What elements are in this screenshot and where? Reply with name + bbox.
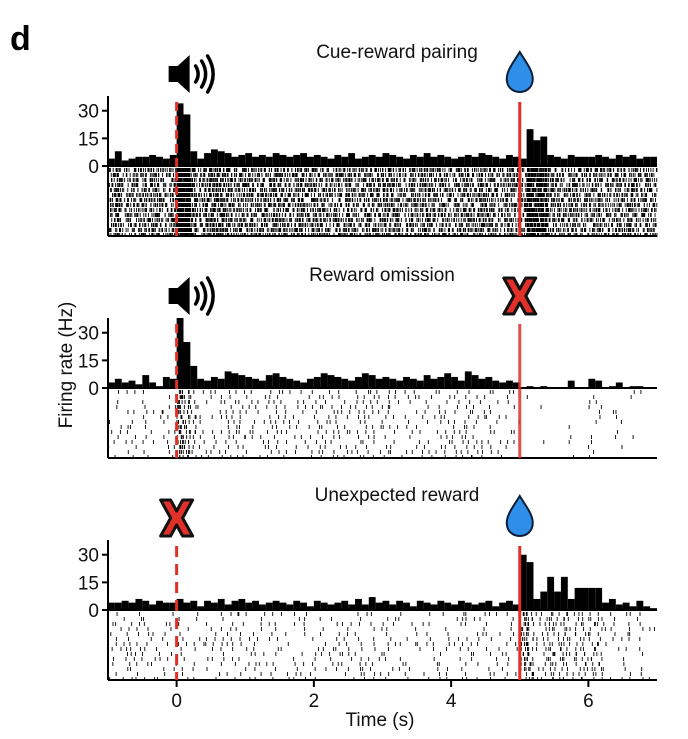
histogram-bar xyxy=(368,154,376,166)
histogram-bar xyxy=(457,156,465,166)
histogram-bar xyxy=(547,154,555,166)
histogram-bar xyxy=(361,156,369,166)
histogram-bar xyxy=(595,154,603,166)
histogram-bar xyxy=(108,158,115,166)
panel-letter: d xyxy=(10,20,31,58)
histogram-bar xyxy=(615,154,623,166)
histogram-bar xyxy=(554,156,561,166)
histogram-bar xyxy=(355,158,362,166)
histogram-bar xyxy=(643,156,651,166)
histogram-bar xyxy=(567,154,575,166)
histogram-bar xyxy=(650,156,657,166)
histogram-bar xyxy=(217,151,225,166)
histogram-bar xyxy=(334,154,342,166)
histogram-bar xyxy=(403,158,410,166)
histogram-bar xyxy=(320,156,328,166)
histogram-bar xyxy=(423,153,431,166)
histogram-bar xyxy=(471,156,479,166)
histogram-bar xyxy=(409,154,417,166)
histogram-bar xyxy=(135,156,143,166)
histogram-bar xyxy=(560,158,568,166)
histogram-bar xyxy=(608,158,616,166)
histogram-bar xyxy=(519,158,527,166)
histogram-bar xyxy=(451,158,458,166)
histogram-bar xyxy=(444,156,452,166)
histogram-bar xyxy=(512,156,520,166)
histogram-bar xyxy=(382,153,390,166)
histogram-bar xyxy=(485,154,493,166)
histogram-bar xyxy=(588,156,596,166)
histogram-bar xyxy=(389,154,397,166)
histogram-bar xyxy=(128,158,136,166)
histogram-bar xyxy=(499,158,507,166)
histogram-bar xyxy=(272,153,280,166)
histogram-bar xyxy=(526,129,534,166)
histogram-bar xyxy=(464,154,472,166)
histogram-bar xyxy=(183,114,191,166)
histogram-bar xyxy=(300,153,308,166)
histogram-bar xyxy=(293,154,301,166)
histogram-bar xyxy=(622,156,630,166)
histogram-bar xyxy=(197,158,205,166)
histogram-bar xyxy=(574,156,582,166)
panel-title: Cue-reward pairing xyxy=(316,42,478,63)
histogram-bar xyxy=(121,160,129,166)
histogram-bar xyxy=(375,156,383,166)
histogram-bar xyxy=(416,156,424,166)
histogram-bar xyxy=(169,154,177,166)
histogram-bar xyxy=(437,154,445,166)
histogram-bar xyxy=(396,156,404,166)
histogram-bar xyxy=(533,140,541,166)
histogram-bar xyxy=(540,136,548,166)
histogram-bar xyxy=(190,151,198,166)
histogram-bar xyxy=(204,153,211,166)
histogram-bar xyxy=(149,154,157,166)
histogram-bar xyxy=(492,156,500,166)
histogram-bar xyxy=(602,156,609,166)
histogram-bar xyxy=(348,153,356,166)
histogram-bar xyxy=(162,158,170,166)
histogram-bar xyxy=(231,156,239,166)
histogram-bar xyxy=(245,153,253,166)
histogram-bar xyxy=(156,156,163,166)
spike-raster xyxy=(107,168,658,237)
histogram-bar xyxy=(307,156,314,166)
histogram-bar xyxy=(313,154,321,166)
histogram-bar xyxy=(252,156,259,166)
histogram-bar xyxy=(238,154,246,166)
histogram-bar xyxy=(506,154,513,166)
histogram-bar xyxy=(176,103,184,166)
histogram-bar xyxy=(478,153,486,166)
histogram-bar xyxy=(210,149,218,166)
histogram-bar xyxy=(581,156,589,166)
histogram-bar xyxy=(224,153,232,166)
histogram-bar xyxy=(142,156,150,166)
histogram-bar xyxy=(341,156,349,166)
histogram-bar xyxy=(636,158,644,166)
histogram-bar xyxy=(258,154,266,166)
histogram-bar xyxy=(327,158,335,166)
histogram-bar xyxy=(629,154,637,166)
histogram-bar xyxy=(430,156,438,166)
histogram-bar xyxy=(286,156,294,166)
histogram xyxy=(108,103,657,167)
histogram-bar xyxy=(114,151,122,166)
histogram-bar xyxy=(279,154,287,166)
histogram-bar xyxy=(265,156,273,166)
